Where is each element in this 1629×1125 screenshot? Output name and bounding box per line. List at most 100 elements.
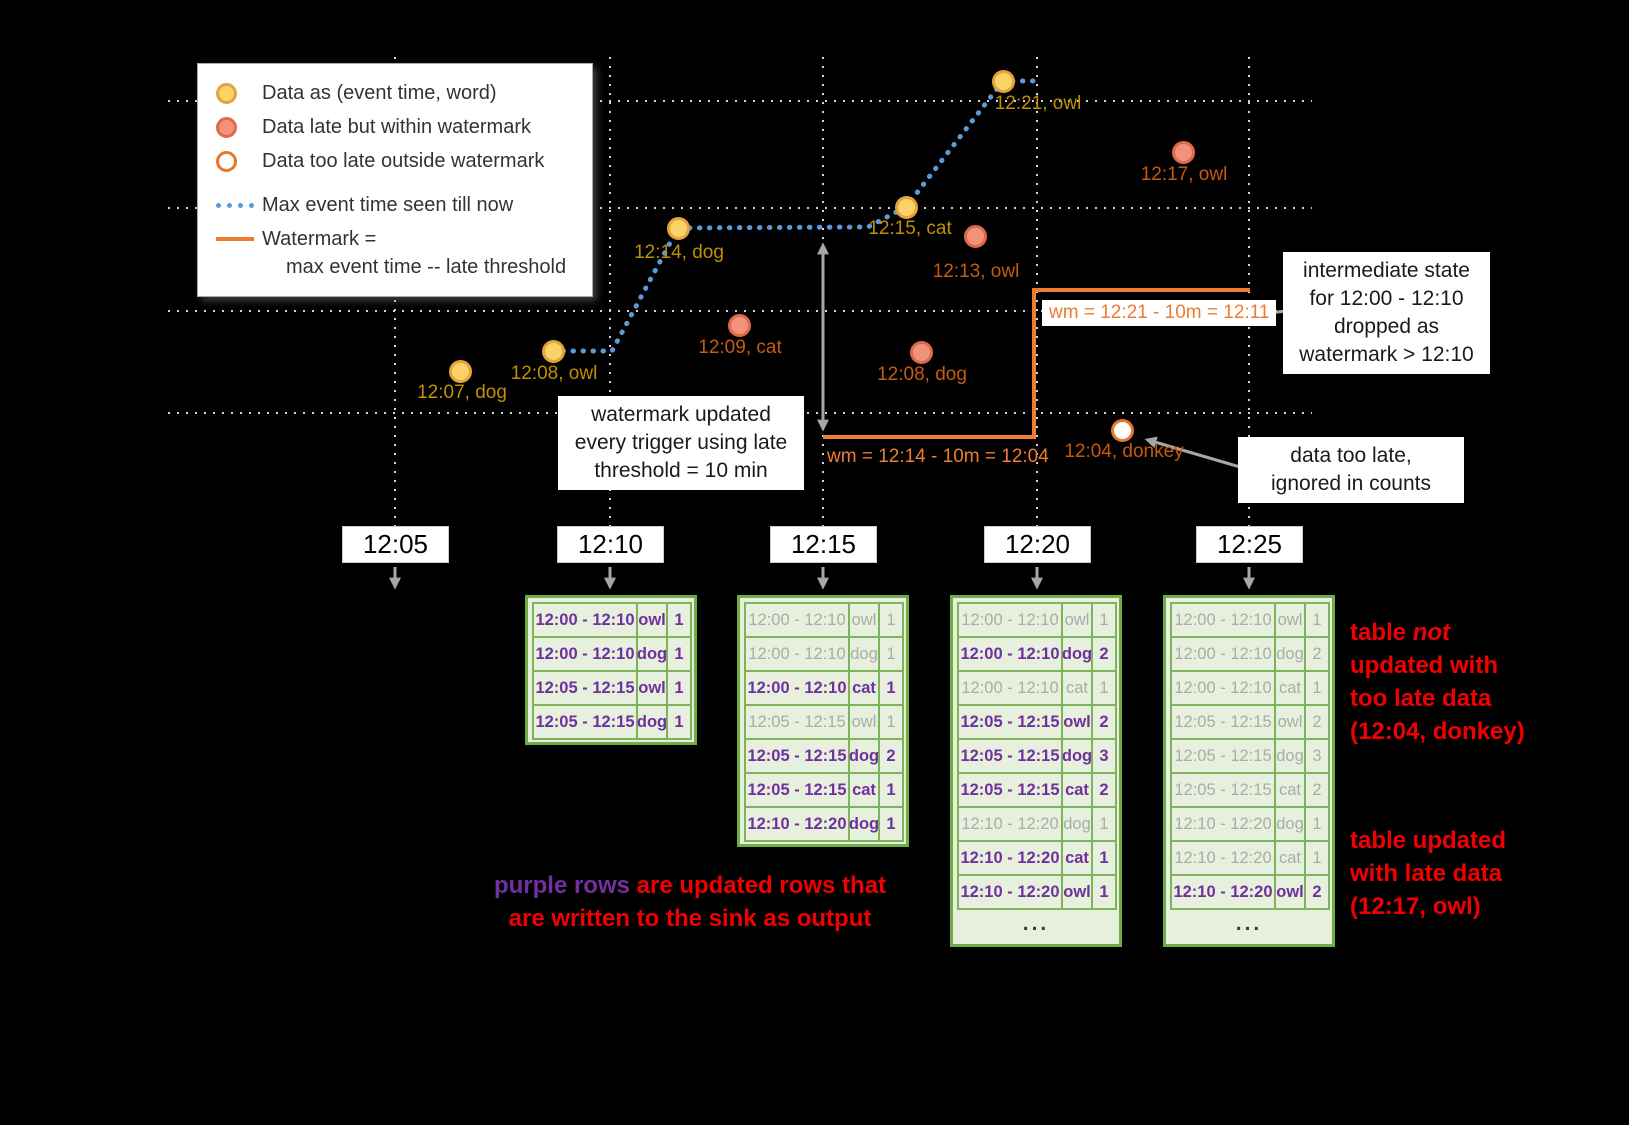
count-cell: 3 (1091, 738, 1117, 774)
data-point-toolate (1111, 419, 1134, 442)
word-cell: owl (1061, 874, 1093, 910)
word-cell: dog (636, 636, 668, 672)
data-point-ontime (667, 217, 690, 240)
too-late-callout: data too late, ignored in counts (1238, 437, 1464, 503)
count-cell: 1 (878, 772, 904, 808)
data-point-late (1172, 141, 1195, 164)
data-point-late (910, 341, 933, 364)
data-point-late (964, 225, 987, 248)
count-cell: 2 (1091, 636, 1117, 672)
watermark-updated-callout: watermark updated every trigger using la… (558, 396, 804, 490)
legend-item: Data late but within watermark (216, 110, 586, 144)
window-cell: 12:05 - 12:15 (532, 704, 638, 740)
watermark-label: wm = 12:21 - 10m = 12:11 (1042, 300, 1277, 326)
count-cell: 1 (666, 636, 692, 672)
count-cell: 1 (1091, 602, 1117, 638)
watermark-line (823, 288, 1250, 439)
data-point-late (728, 314, 751, 337)
count-cell: 1 (666, 602, 692, 638)
word-cell: owl (636, 602, 668, 638)
word-cell: dog (1061, 636, 1093, 672)
word-cell: cat (1061, 772, 1093, 808)
count-cell: 1 (1304, 670, 1330, 706)
time-label-1210: 12:10 (557, 526, 664, 563)
count-cell: 2 (1304, 636, 1330, 672)
window-cell: 12:10 - 12:20 (957, 874, 1063, 910)
h-gridline (168, 207, 1312, 209)
purple-rows-highlight: purple rows (493, 872, 630, 899)
word-cell: owl (1061, 704, 1093, 740)
time-label-1225: 12:25 (1196, 526, 1303, 563)
legend-item-label: Data as (event time, word) (262, 81, 497, 104)
count-cell: 3 (1304, 738, 1330, 774)
window-cell: 12:00 - 12:10 (532, 636, 638, 672)
window-cell: 12:05 - 12:15 (744, 772, 850, 808)
legend-item: Data as (event time, word) (216, 76, 586, 110)
legend-item: Data too late outside watermark (216, 144, 586, 178)
window-cell: 12:05 - 12:15 (957, 738, 1063, 774)
word-cell: dog (1061, 806, 1093, 842)
word-cell: owl (1061, 602, 1093, 638)
intermediate-state-callout: intermediate state for 12:00 - 12:10 dro… (1283, 252, 1490, 374)
data-point-label: 12:17, owl (1140, 164, 1228, 185)
legend-item-label: Watermark = (262, 227, 377, 250)
time-label-1215: 12:15 (770, 526, 877, 563)
word-cell: cat (848, 670, 880, 706)
updated-note: table updated with late data (12:17, owl… (1350, 827, 1507, 920)
data-point-label: 12:14, dog (634, 242, 724, 263)
data-point-label: 12:13, owl (932, 261, 1020, 282)
dot-late-icon (216, 116, 237, 138)
purple-rows-note-line1: purple rows are updated rows that (480, 869, 900, 902)
legend-item: Max event time seen till now (216, 188, 586, 222)
purple-rows-note-line2: are written to the sink as output (508, 905, 872, 932)
time-label-1220: 12:20 (984, 526, 1091, 563)
window-cell: 12:00 - 12:10 (957, 602, 1063, 638)
watermark-label: wm = 12:14 - 10m = 12:04 (827, 446, 1049, 467)
count-cell: 2 (1304, 704, 1330, 740)
word-cell: dog (1274, 806, 1306, 842)
window-cell: 12:05 - 12:15 (1170, 738, 1276, 774)
word-cell: dog (1274, 636, 1306, 672)
word-cell: owl (848, 704, 880, 740)
word-cell: cat (848, 772, 880, 808)
legend-item-label-2: max event time -- late threshold (286, 256, 567, 278)
h-gridline (168, 100, 1312, 102)
window-cell: 12:00 - 12:10 (532, 602, 638, 638)
window-cell: 12:00 - 12:10 (744, 636, 850, 672)
data-point-label: 12:09, cat (698, 337, 782, 358)
window-cell: 12:00 - 12:10 (1170, 602, 1276, 638)
line-watermark-icon (216, 237, 254, 241)
legend-items: Data as (event time, word) Data late but … (216, 76, 586, 284)
count-cell: 2 (1304, 772, 1330, 808)
count-cell: 1 (1304, 840, 1330, 876)
window-cell: 12:10 - 12:20 (1170, 874, 1276, 910)
legend: Data as (event time, word) Data late but … (197, 63, 593, 297)
count-cell: 1 (666, 704, 692, 740)
tick-arrows (389, 567, 1255, 590)
legend-item-label: Data late but within watermark (262, 115, 532, 138)
data-point-label: 12:07, dog (417, 382, 507, 403)
window-cell: 12:05 - 12:15 (1170, 704, 1276, 740)
window-cell: 12:05 - 12:15 (1170, 772, 1276, 808)
